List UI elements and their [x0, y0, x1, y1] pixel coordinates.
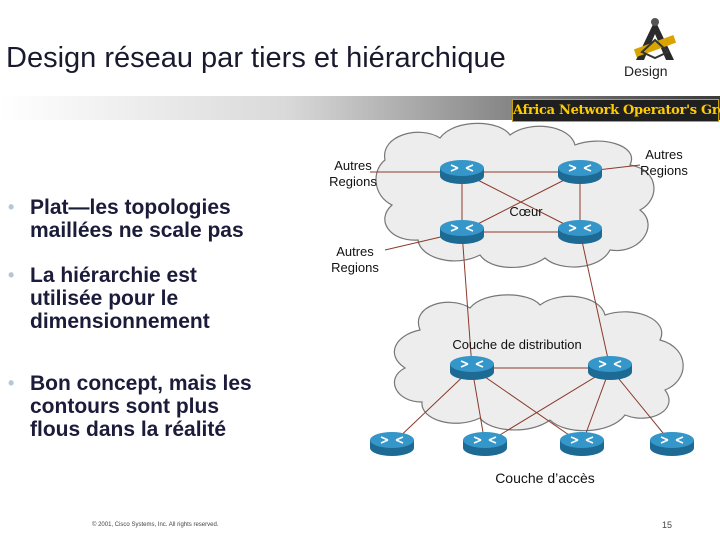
page-number: 15 [662, 520, 673, 530]
copyright-footer: © 2001, Cisco Systems, Inc. All rights r… [92, 522, 219, 528]
bullet-text: Bon concept, mais les contours sont plus… [30, 372, 252, 441]
label-access-layer: Couche d’accès [495, 470, 595, 486]
router-icon [369, 431, 415, 457]
router-icon [449, 355, 495, 381]
router-icon [559, 431, 605, 457]
label-distribution-layer: Couche de distribution [452, 337, 582, 352]
label-other-regions: Autres Regions [640, 147, 688, 178]
core-cloud [375, 122, 655, 269]
bullet-dot-icon: • [8, 197, 15, 217]
label-other-regions: Autres Regions [329, 158, 377, 189]
bullet-dot-icon: • [8, 373, 15, 393]
bullet-text: Plat—les topologies maillées ne scale pa… [30, 196, 244, 242]
label-other-regions: Autres Regions [331, 244, 379, 275]
router-icon [462, 431, 508, 457]
bullet-item: • La hiérarchie est utilisée pour le dim… [8, 264, 340, 333]
label-core: Cœur [509, 204, 543, 219]
slide-title: Design réseau par tiers et hiérarchique [6, 42, 506, 74]
router-icon [439, 159, 485, 185]
bullet-item: • Bon concept, mais les contours sont pl… [8, 372, 340, 441]
brand-logo: Africa Network Operator's Group [512, 99, 720, 122]
router-icon [557, 219, 603, 245]
router-icon [557, 159, 603, 185]
distribution-cloud [393, 294, 684, 432]
router-icon [587, 355, 633, 381]
compass-square-icon [633, 18, 677, 60]
design-label: Design [624, 63, 668, 79]
bullet-item: • Plat—les topologies maillées ne scale … [8, 196, 340, 242]
bullet-dot-icon: • [8, 265, 15, 285]
bullet-text: La hiérarchie est utilisée pour le dimen… [30, 264, 210, 333]
router-icon [649, 431, 695, 457]
router-icon [439, 219, 485, 245]
